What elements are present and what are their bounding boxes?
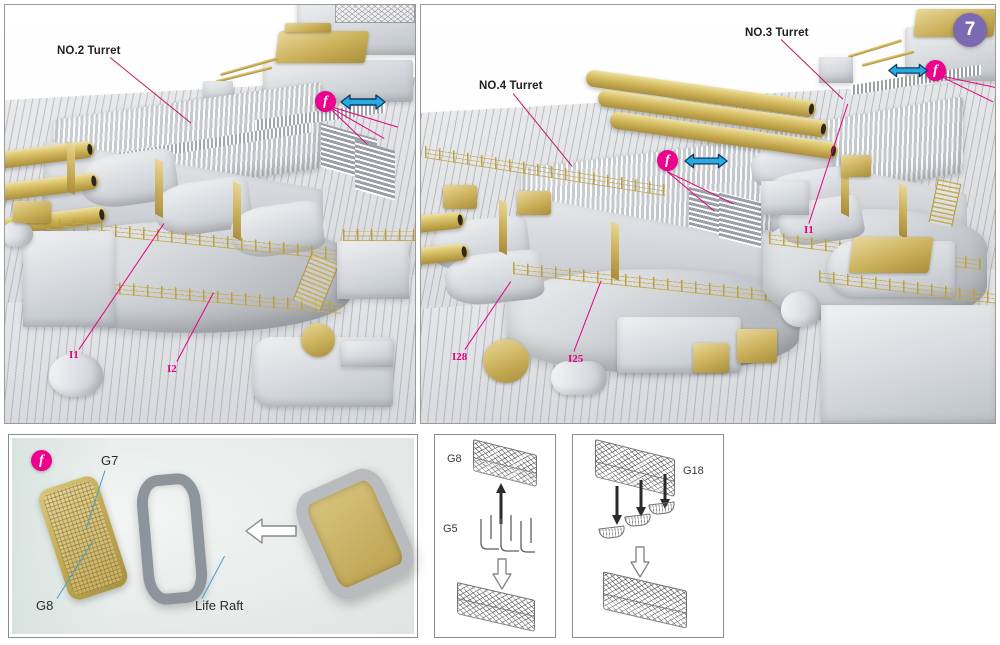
- assembly-arrow-icon: [245, 518, 297, 544]
- diag-label-g18: G18: [683, 465, 704, 477]
- deck-crate: [341, 341, 393, 367]
- assembly-arrow-down-icon-2: [636, 480, 646, 517]
- part-label-i1-right: I1: [804, 224, 814, 236]
- pe-strip-1: [155, 158, 163, 218]
- vent-cylinder-1: [5, 221, 33, 247]
- diag-label-g5: G5: [443, 523, 458, 535]
- g18-sub-part-3: [648, 501, 676, 516]
- photo-label-g8: G8: [36, 598, 54, 613]
- assembly-arrow-down-icon-3: [660, 474, 670, 509]
- callout-badge-f-right-upper: f: [925, 60, 946, 81]
- photo-label-g7: G7: [101, 453, 119, 468]
- assembled-life-raft: [288, 461, 422, 607]
- no3-turret-label: NO.3 Turret: [745, 27, 809, 39]
- no3-pe-strip-2: [899, 183, 907, 239]
- aft-aa-quad: [848, 237, 934, 273]
- superstructure-railing: [335, 5, 415, 23]
- no2-turret-render-panel: NO.2 Turret f I1 I2: [4, 4, 416, 424]
- starboard-deckhouse: [337, 241, 409, 299]
- result-arrow-icon-1: [492, 558, 512, 590]
- double-arrow-icon-right-upper: [888, 63, 928, 78]
- life-raft-ring-part: [134, 471, 210, 607]
- aft-brass-mount-2: [693, 343, 729, 373]
- aft-vent-cyl: [781, 291, 821, 327]
- part-label-i25: I25: [568, 353, 584, 365]
- no2-turret-label: NO.2 Turret: [57, 45, 121, 57]
- foredeck-aa-1: [443, 185, 477, 209]
- pe-mesh-detail: [41, 479, 125, 597]
- g18-sub-part-1: [598, 525, 626, 540]
- pe-raft-floor-part: [35, 473, 131, 603]
- no4-pe-strip-2: [611, 221, 619, 281]
- deck-box-1: [761, 181, 809, 215]
- hull-side: [821, 305, 995, 423]
- vent-cylinder-2: [49, 353, 103, 397]
- deck-cylinder: [551, 361, 607, 395]
- result-arrow-icon-2: [630, 546, 650, 578]
- diag-label-g8: G8: [447, 453, 462, 465]
- deck-winch-brass: [301, 323, 335, 357]
- part-label-i2-left: I2: [167, 363, 177, 375]
- aft-brass-mount-1: [737, 329, 777, 363]
- photo-label-life-raft: Life Raft: [195, 598, 244, 613]
- aa-gun-barrels: [285, 23, 331, 32]
- g18-assembly-panel: G18: [572, 434, 724, 638]
- deck-railing-right: [343, 229, 415, 241]
- cable-reel-brass: [483, 339, 529, 383]
- g18-sub-part-2: [624, 513, 652, 528]
- no3-no4-turret-render-panel: 7 NO.3 Turret NO.4 Turret f f I1 I28 I25: [420, 4, 996, 424]
- render-scene-right: [421, 5, 995, 423]
- no4-pe-strip-1: [499, 199, 507, 255]
- aft-vent-box: [819, 57, 853, 83]
- photo-callout-badge-f: f: [31, 450, 52, 471]
- callout-badge-f-right-center: f: [657, 150, 678, 171]
- part-label-i1-left: I1: [69, 349, 79, 361]
- render-scene-left: [5, 5, 415, 423]
- photo-background: f G7 G8 Life Raft: [12, 438, 422, 634]
- no4-turret-label: NO.4 Turret: [479, 80, 543, 92]
- double-arrow-icon-left: [340, 94, 386, 110]
- life-raft-photo-panel: f G7 G8 Life Raft: [8, 434, 422, 638]
- assembly-arrow-up-icon: [496, 483, 506, 524]
- callout-badge-f-left: f: [315, 91, 336, 112]
- page-number-badge: 7: [953, 13, 987, 47]
- part-label-i28: I28: [452, 351, 468, 363]
- pe-strip-3: [67, 141, 75, 195]
- aa-gun-mount: [274, 31, 370, 63]
- g5-bracket-part: [480, 515, 535, 553]
- deck-aa-3: [841, 155, 871, 177]
- pe-detail-part: [13, 201, 51, 223]
- assembly-arrow-down-icon-1: [612, 486, 622, 525]
- g8-g5-assembly-panel: G8 G5: [434, 434, 556, 638]
- foredeck-aa-2: [517, 191, 551, 215]
- foreground-deckhouse: [23, 231, 115, 327]
- pe-strip-2: [233, 181, 241, 241]
- double-arrow-icon-right-center: [684, 153, 728, 169]
